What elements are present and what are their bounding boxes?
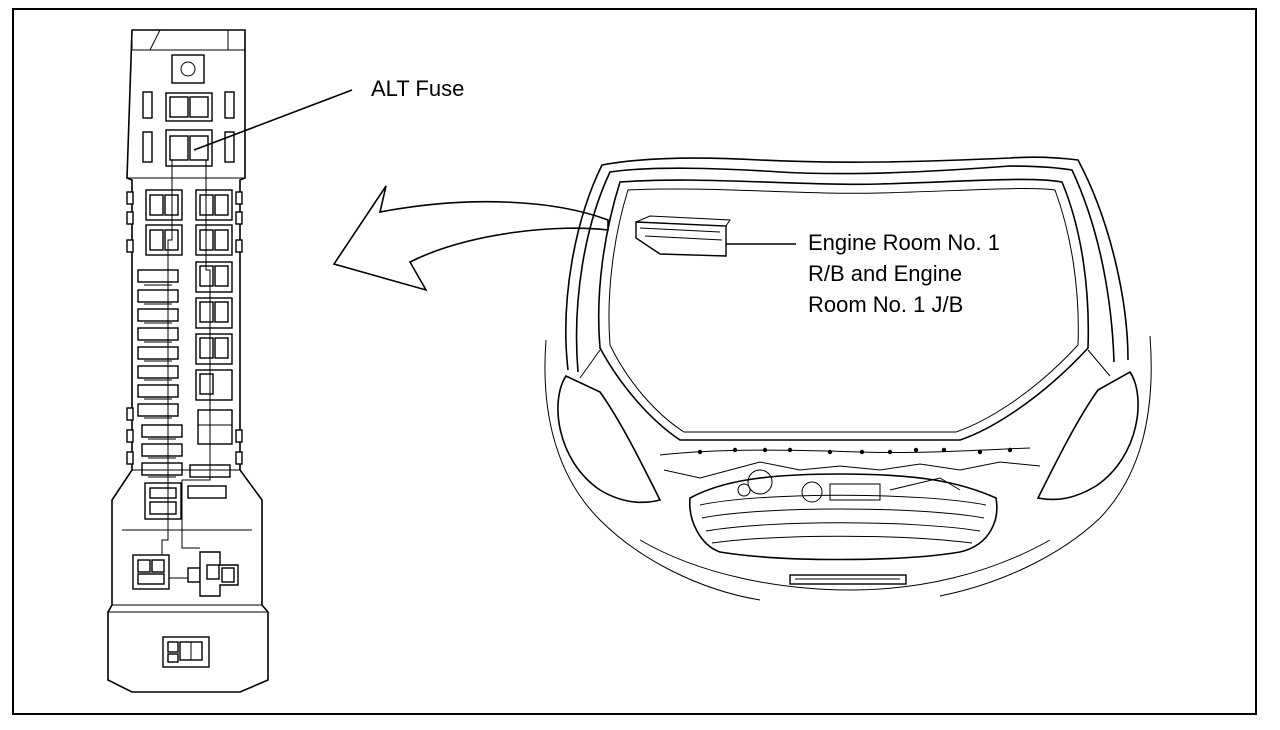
engine-room-label-line-1: Engine Room No. 1: [808, 230, 1000, 255]
alt-fuse-label: ALT Fuse: [371, 76, 465, 101]
engine-room-label-line-3: Room No. 1 J/B: [808, 292, 964, 317]
engine-room-label: Engine Room No. 1 R/B and Engine Room No…: [808, 227, 1000, 320]
vehicle-front-icon: [544, 156, 1152, 601]
engine-room-label-line-2: R/B and Engine: [808, 261, 963, 286]
curved-arrow-icon: [332, 185, 609, 292]
fuse-box-icon: [107, 29, 269, 693]
diagram-frame: [12, 8, 1257, 715]
alt-fuse-leader: [193, 89, 353, 151]
